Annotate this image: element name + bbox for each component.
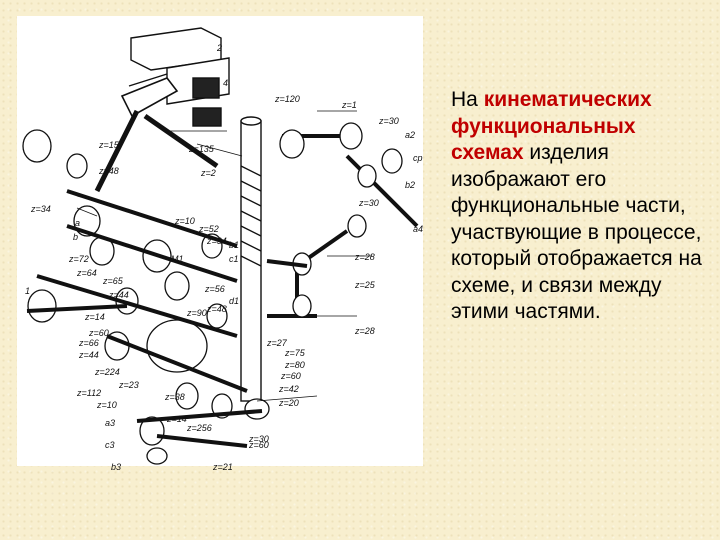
gear-label: z=25 — [354, 280, 376, 290]
gear-label: z=10 — [174, 216, 195, 226]
highlighted-term: кинематических функциональных схемах — [451, 88, 652, 164]
lever-linkage — [94, 77, 219, 193]
gear-label: z=48 — [98, 166, 119, 176]
gear-label: a2 — [405, 130, 415, 140]
gear-label: z=14 — [84, 312, 105, 322]
housing-block — [128, 27, 230, 127]
gear-label: z=60 — [88, 328, 109, 338]
gear-label: cp — [413, 153, 423, 163]
gear-label: z=14 — [166, 414, 187, 424]
slide-text: На кинематических функциональных схемах … — [451, 87, 713, 326]
gear-label: z=1 — [341, 100, 357, 110]
gear-label: z=44 — [78, 350, 99, 360]
gear-label: z=28 — [354, 252, 375, 262]
gear-label: z=34 — [30, 204, 51, 214]
gear-label: c3 — [105, 440, 115, 450]
gear-label: z=90 — [186, 308, 207, 318]
gear-label: z=80 — [284, 360, 305, 370]
gear-label: z=30 — [378, 116, 399, 126]
gear-label: z=135 — [188, 144, 215, 154]
gear-label: a — [75, 218, 80, 228]
gear-label: z=48 — [206, 304, 227, 314]
gear-label: z=44 — [108, 290, 129, 300]
gear-label: 4 — [223, 78, 228, 88]
gear-label: z=65 — [102, 276, 124, 286]
gear-label: z=52 — [198, 224, 219, 234]
gear-label: z=256 — [186, 423, 212, 433]
gear-label: z=30 — [248, 434, 269, 444]
gear-label: z=38 — [164, 392, 185, 402]
leader-lines — [76, 110, 372, 402]
gear-label: a4 — [413, 224, 423, 234]
gear-label: z=20 — [278, 398, 299, 408]
gear-label: c1 — [229, 254, 239, 264]
gear-label: b1 — [229, 240, 239, 250]
text-part: изделия изображают его функциональные ча… — [451, 141, 702, 323]
gear-label: z=56 — [204, 284, 225, 294]
gear-label: b2 — [405, 180, 415, 190]
gear-label: z=66 — [78, 338, 99, 348]
vertical-shaft — [240, 116, 262, 402]
gear-label: z=60 — [280, 371, 301, 381]
gear-label: b3 — [111, 462, 121, 472]
horizontal-shafts — [26, 189, 308, 448]
gear-label: z=224 — [94, 367, 120, 377]
gear-label: a3 — [105, 418, 115, 428]
gear-label: z=112 — [76, 388, 101, 398]
gear-label: z=75 — [284, 348, 306, 358]
gear-label: z=30 — [358, 198, 379, 208]
gear-label: z=28 — [354, 326, 375, 336]
gear-label: z=2 — [200, 168, 216, 178]
gear-label: z=27 — [266, 338, 288, 348]
gear-label: z=23 — [118, 380, 139, 390]
gear-label: M1 — [171, 254, 184, 264]
gear-label: d1 — [229, 296, 239, 306]
gear-label: z=15 — [98, 140, 120, 150]
gear-label: 1 — [25, 286, 30, 296]
text-part: На — [451, 88, 484, 111]
gear-label: z=60 — [248, 440, 269, 450]
gear-label: z=120 — [274, 94, 300, 104]
gear-label: z=72 — [68, 254, 89, 264]
gear-label: z=42 — [278, 384, 299, 394]
gear-label: z=10 — [96, 400, 117, 410]
gear-label: z=21 — [212, 462, 233, 472]
gear-label: z=34 — [206, 236, 227, 246]
gear-label: b — [73, 232, 78, 242]
gear-label: 2 — [216, 43, 222, 53]
gear-label: z=64 — [76, 268, 97, 278]
